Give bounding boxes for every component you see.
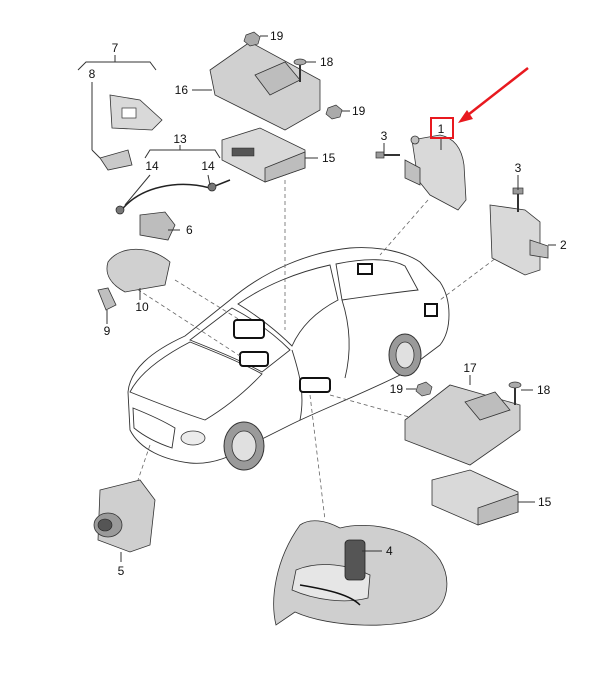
- part-15-control-unit-lower: [431, 469, 519, 526]
- marker-door: [299, 377, 331, 393]
- callout-5: 5: [118, 564, 125, 578]
- callout-14-right: 14: [201, 159, 215, 173]
- callout-18-top: 18: [320, 55, 334, 69]
- callout-10: 10: [135, 300, 149, 314]
- part-5-camera: [93, 479, 156, 553]
- part-1-module: [404, 134, 467, 211]
- car-side-window-rear: [335, 259, 419, 301]
- callout-3-right: 3: [515, 161, 522, 175]
- car-illustration: [127, 247, 450, 471]
- callout-19-lower: 19: [390, 382, 404, 396]
- part-10-shroud: [106, 249, 171, 293]
- part-16-bracket-top: [209, 41, 321, 131]
- car-windshield: [189, 307, 291, 373]
- connector-lines: [119, 180, 501, 521]
- leader-lines: [77, 35, 556, 562]
- part-19-nut-a: [243, 31, 261, 47]
- part-7-cover: [99, 149, 133, 171]
- callout-13: 13: [173, 132, 187, 146]
- part-13-cable: [115, 179, 231, 215]
- callout-6: 6: [186, 223, 193, 237]
- marker-roof-rear: [357, 263, 373, 275]
- part-15-control-unit-top: [221, 127, 306, 183]
- car-body: [127, 247, 450, 464]
- car-hood: [129, 341, 263, 421]
- car-grille: [132, 407, 176, 449]
- part-3-screw-left: [375, 151, 400, 159]
- callout-14-left: 14: [145, 159, 159, 173]
- highlight-arrow-shaft: [463, 67, 529, 119]
- part-2-module: [489, 204, 549, 276]
- callout-18-lower: 18: [537, 383, 551, 397]
- callout-19-top: 19: [270, 29, 284, 43]
- part-4-door-mirror: [273, 520, 448, 626]
- callout-1: 1: [438, 122, 445, 136]
- callout-2: 2: [560, 238, 567, 252]
- callout-labels: 1 2 3 3 4 5 6 7 8 9 10 13 14 14 15 15 16…: [89, 29, 567, 578]
- marker-windshield-low: [239, 351, 269, 367]
- callout-15-top: 15: [322, 151, 336, 165]
- callout-7: 7: [112, 41, 119, 55]
- part-8-bracket: [109, 94, 163, 131]
- car-door-line-rear: [341, 299, 350, 379]
- callout-8: 8: [89, 67, 96, 81]
- part-18-bolt-lower: [508, 381, 522, 405]
- car-front-rim: [231, 430, 257, 462]
- car-headlight: [180, 430, 206, 446]
- callout-15-lower: 15: [538, 495, 552, 509]
- part-17-bracket-lower: [404, 384, 521, 466]
- part-6-sensor: [139, 211, 176, 241]
- callout-19-mid: 19: [352, 104, 366, 118]
- callout-4: 4: [386, 544, 393, 558]
- part-19-nut-c: [415, 381, 433, 397]
- callout-3-left: 3: [381, 129, 388, 143]
- part-9-clip: [97, 287, 117, 311]
- highlight-arrow-head: [458, 110, 473, 123]
- car-side-window-front: [237, 264, 339, 347]
- highlight-box: [430, 117, 454, 139]
- marker-rear-side: [424, 303, 438, 317]
- callout-9: 9: [104, 324, 111, 338]
- callout-16: 16: [175, 83, 189, 97]
- marker-windshield-top: [233, 319, 265, 339]
- car-rear-rim: [395, 341, 415, 369]
- part-19-nut-b: [325, 104, 343, 120]
- highlight-callout-1: [430, 67, 529, 139]
- callout-17: 17: [463, 361, 477, 375]
